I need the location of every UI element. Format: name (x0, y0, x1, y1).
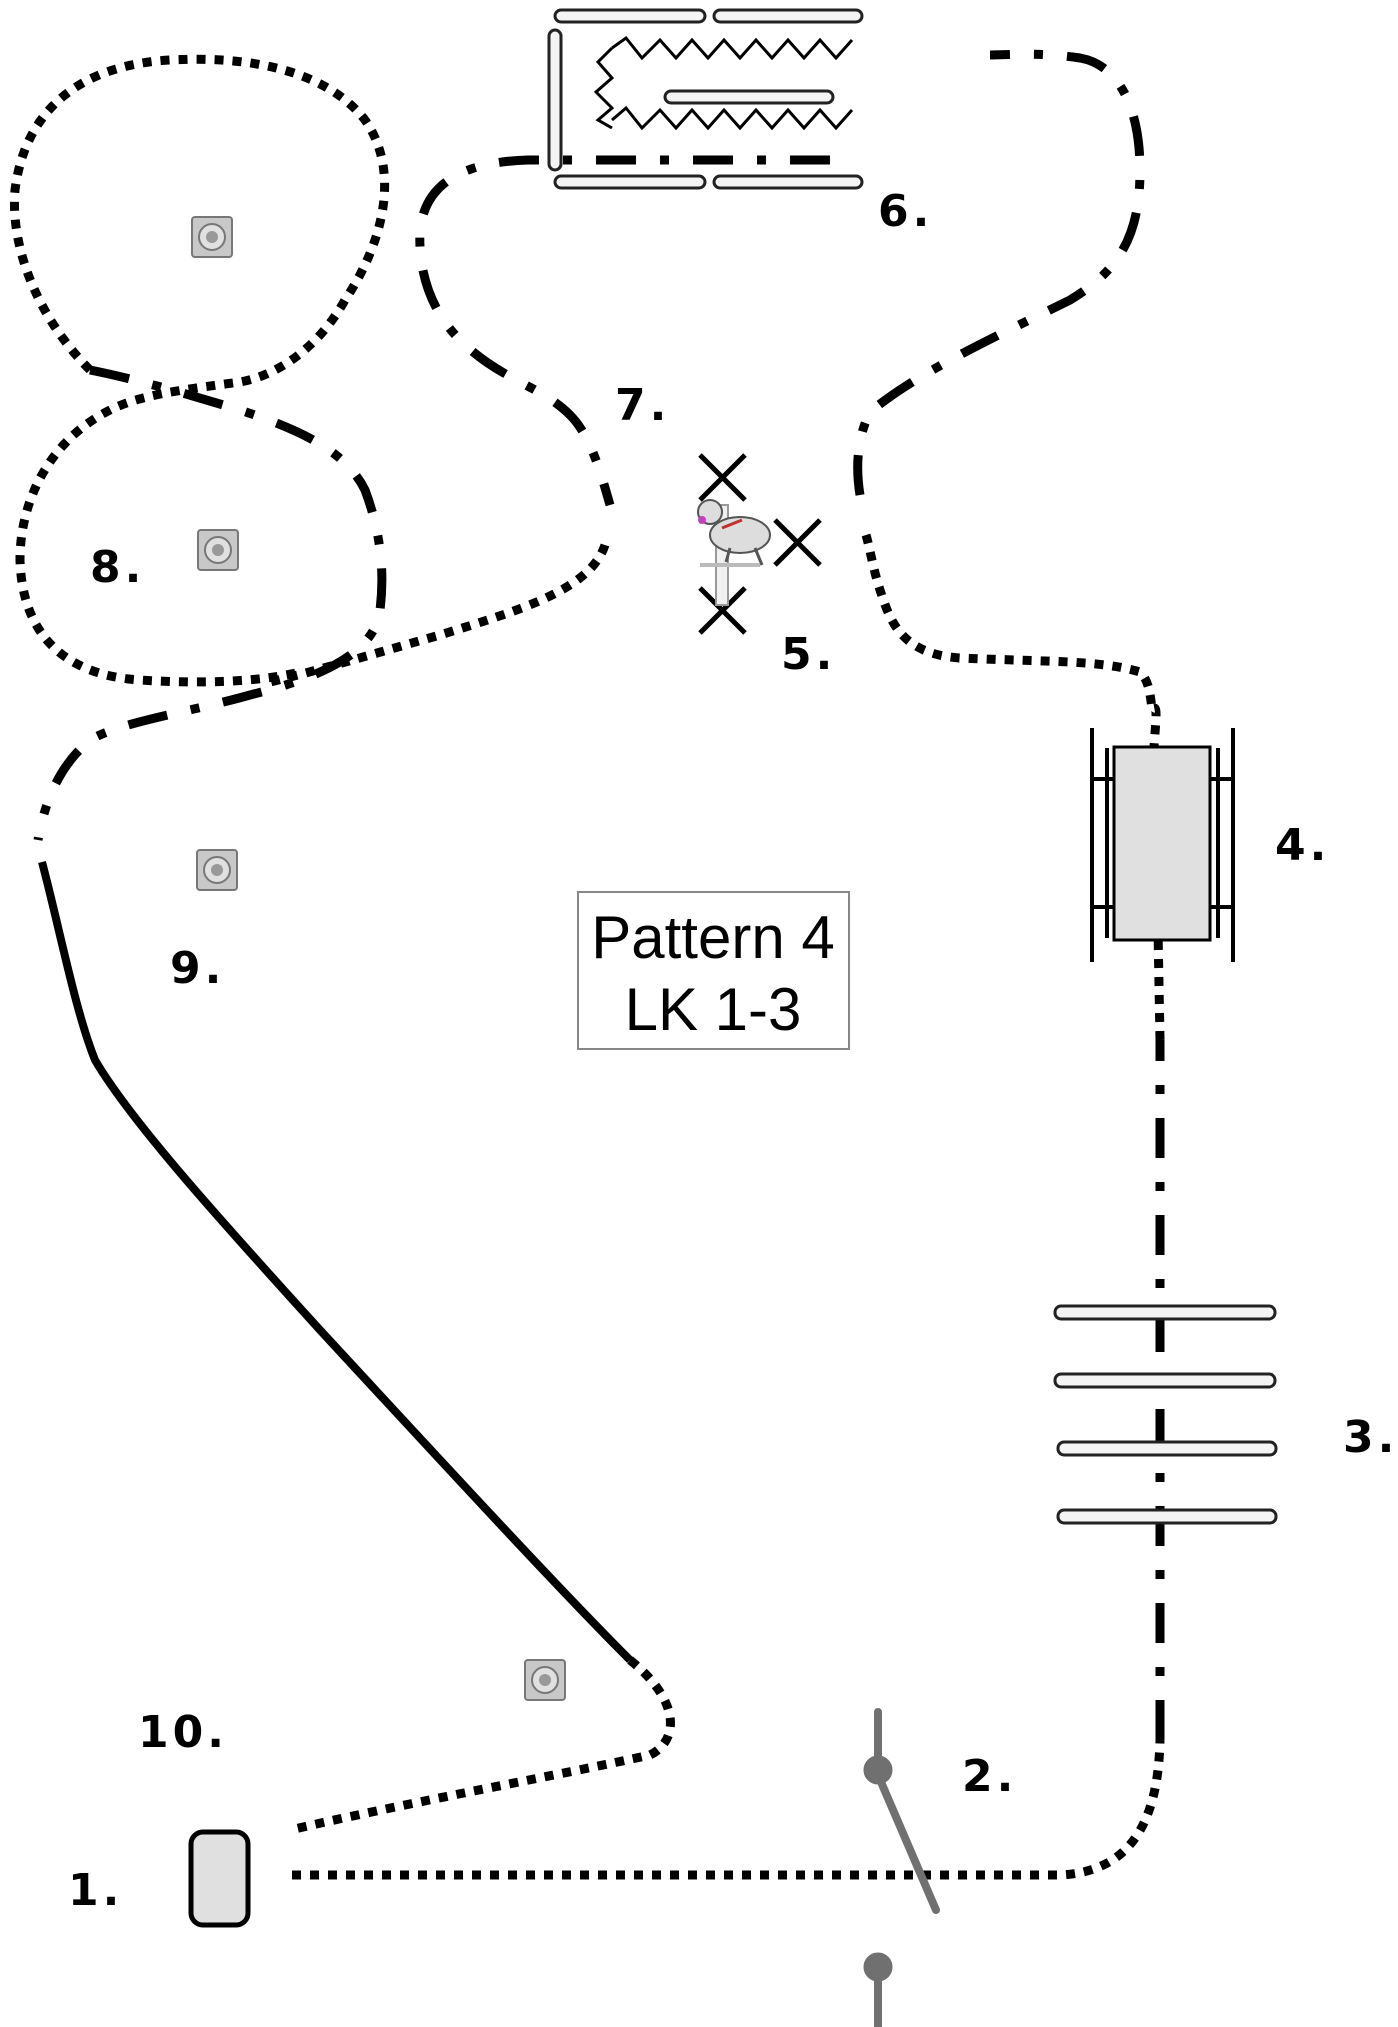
x-mark-icon (698, 453, 747, 502)
chute-fabric-bottom (611, 105, 854, 131)
path-dotted-tunnel (861, 533, 1165, 1041)
cone-icon (197, 529, 239, 571)
obstacle-chute-rails (547, 8, 864, 190)
cone-icon (524, 1659, 566, 1701)
station-label-7: 7. (615, 380, 670, 431)
station-label-4: 4. (1275, 820, 1330, 871)
jump-bar (1056, 1440, 1278, 1457)
obstacle-tunnel (1090, 728, 1235, 962)
station-label-10: 10. (138, 1707, 228, 1758)
course-path (9, 49, 1165, 1880)
cone-icon (196, 849, 238, 891)
chute-fabric-end (593, 46, 615, 130)
x-mark-icon (773, 518, 822, 567)
station-label-2: 2. (962, 1751, 1017, 1802)
path-dotted-loop-9 (9, 54, 390, 687)
rail (553, 8, 707, 24)
chute-fabric-top (611, 35, 854, 61)
tunnel-body (1112, 745, 1212, 942)
path-dashdot-loop-8 (33, 365, 387, 841)
path-dotted-mid (268, 543, 610, 687)
station-label-9: 9. (170, 943, 225, 994)
jump-bar (1053, 1372, 1277, 1389)
cone-icon (191, 216, 233, 258)
path-dotted-finish (288, 1656, 675, 1835)
pattern-subtitle: LK 1-3 (625, 976, 802, 1043)
station-label-5: 5. (781, 629, 836, 680)
path-dashdot-top-loop (415, 49, 1145, 507)
rail (663, 89, 835, 105)
jump-bar (1056, 1508, 1278, 1525)
station-label-1: 1. (68, 1865, 123, 1916)
path-solid-diagonal (38, 860, 633, 1663)
obstacle-dog-x (697, 453, 822, 635)
x-mark-icon (698, 586, 747, 635)
pattern-title-box: Pattern 4 LK 1-3 (577, 891, 850, 1050)
rail (553, 174, 707, 190)
start-box-icon (188, 1829, 251, 1928)
dog-icon (697, 499, 771, 606)
rail (712, 174, 864, 190)
jump-bar (1053, 1304, 1277, 1321)
station-label-8: 8. (90, 542, 145, 593)
station-label-6: 6. (878, 186, 933, 237)
path-dotted-bottom (292, 1739, 1165, 1880)
obstacle-bar-jumps (1053, 1304, 1278, 1525)
station-label-3: 3. (1343, 1412, 1398, 1463)
obstacle-pole-gate (863, 1708, 940, 2027)
pattern-title: Pattern 4 (591, 904, 835, 971)
rail (547, 28, 563, 172)
station-labels: 1. 2. 3. 4. 5. 6. 7. 8. 9. 10. (68, 186, 1398, 1916)
rail (712, 8, 864, 24)
